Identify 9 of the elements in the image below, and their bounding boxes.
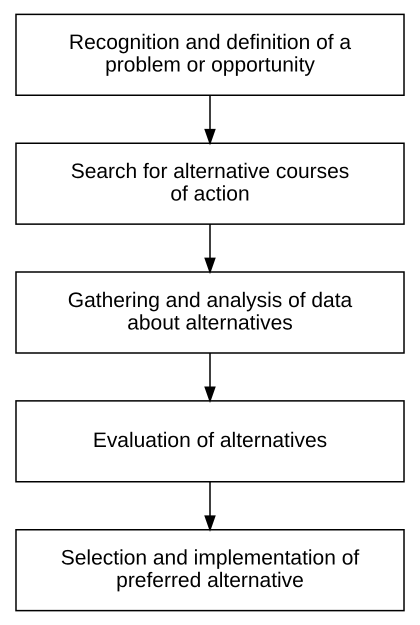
node-box: Recognition and definition of a problem or opportunity <box>15 14 405 96</box>
arrow <box>204 353 216 404</box>
arrow <box>204 224 216 274</box>
node-box: Selection and implementation of preferred alternative <box>15 528 405 612</box>
arrow <box>204 482 216 532</box>
arrow <box>204 95 216 146</box>
node-box: Evaluation of alternatives <box>15 400 405 483</box>
node-box: Gathering and analysis of data about alternatives <box>15 271 405 354</box>
node-box: Search for alternative courses of action <box>15 142 405 225</box>
